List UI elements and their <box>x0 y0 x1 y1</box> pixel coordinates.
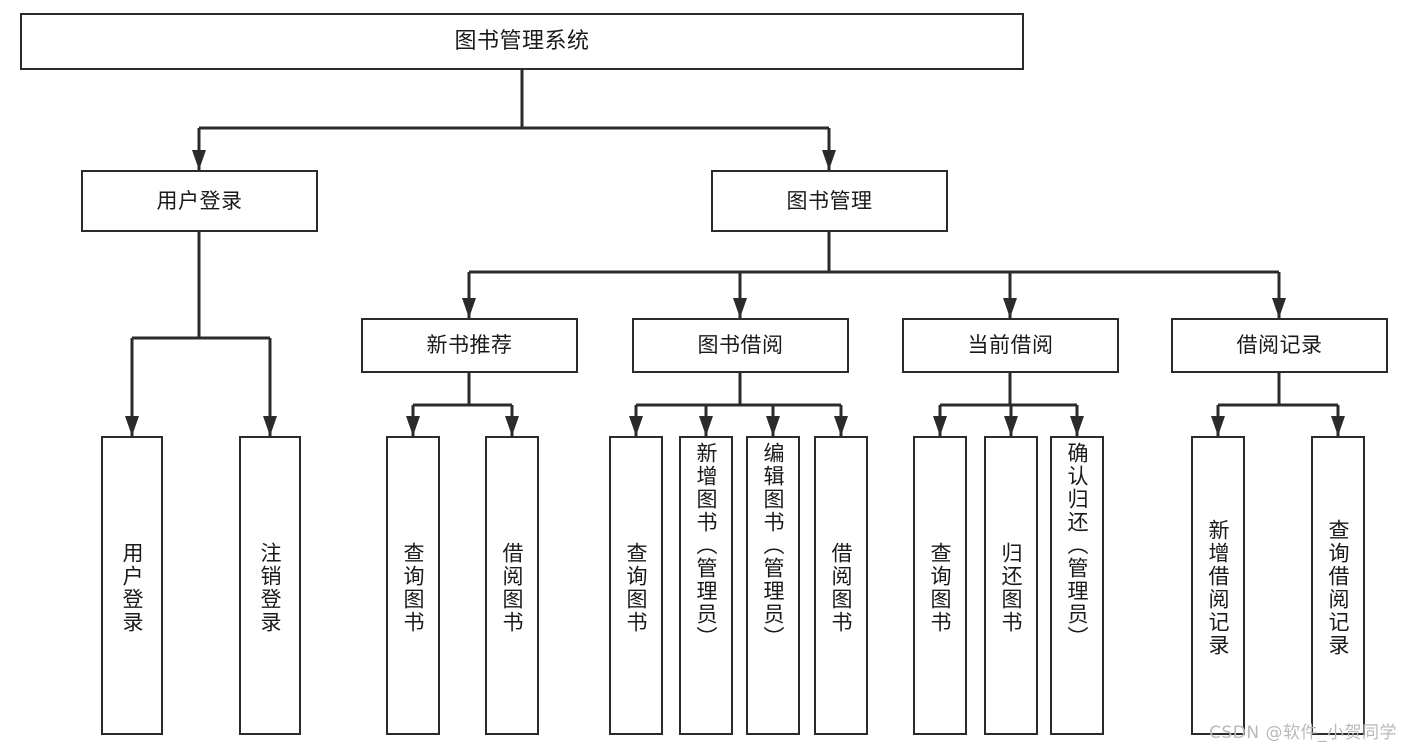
node-label-leaf-cb-confirm: 确认归还（管理员） <box>1065 442 1090 649</box>
node-label-leaf-bb-edit: 编辑图书（管理员） <box>761 442 786 649</box>
node-label-book-manage: 图书管理 <box>786 188 873 213</box>
edge-arrowhead-book-borrow-to-leaves-2 <box>766 416 780 436</box>
node-leaf-cb-confirm[interactable]: 确认归还（管理员） <box>1050 436 1104 735</box>
node-label-leaf-br-query: 查询借阅记录 <box>1326 518 1351 657</box>
node-new-book-rec[interactable]: 新书推荐 <box>361 318 578 373</box>
node-leaf-bb-edit[interactable]: 编辑图书（管理员） <box>746 436 800 735</box>
edge-arrowhead-user-login-to-leaves-0 <box>125 416 139 436</box>
node-label-borrow-record: 借阅记录 <box>1236 333 1323 358</box>
node-label-current-borrow: 当前借阅 <box>967 333 1054 358</box>
edge-arrowhead-current-borrow-to-leaves-2 <box>1070 416 1084 436</box>
node-leaf-br-add[interactable]: 新增借阅记录 <box>1191 436 1245 735</box>
node-label-leaf-cb-return: 归还图书 <box>999 541 1024 634</box>
edge-arrowhead-book-manage-to-level2-2 <box>1003 298 1017 318</box>
edge-arrowhead-borrow-record-to-leaves-0 <box>1211 416 1225 436</box>
node-label-leaf-rec-query: 查询图书 <box>401 541 426 634</box>
node-leaf-cb-return[interactable]: 归还图书 <box>984 436 1038 735</box>
edge-arrowhead-book-borrow-to-leaves-0 <box>629 416 643 436</box>
node-borrow-record[interactable]: 借阅记录 <box>1171 318 1388 373</box>
node-label-book-borrow: 图书借阅 <box>697 333 784 358</box>
node-user-login[interactable]: 用户登录 <box>81 170 318 232</box>
node-label-leaf-user-login: 用户登录 <box>120 541 145 634</box>
node-label-leaf-bb-query: 查询图书 <box>624 541 649 634</box>
edge-arrowhead-user-login-to-leaves-1 <box>263 416 277 436</box>
node-leaf-user-login[interactable]: 用户登录 <box>101 436 163 735</box>
node-label-leaf-bb-add: 新增图书（管理员） <box>694 442 719 649</box>
edge-arrowhead-borrow-record-to-leaves-1 <box>1331 416 1345 436</box>
node-book-manage[interactable]: 图书管理 <box>711 170 948 232</box>
edge-arrowhead-root-to-level1-0 <box>192 150 206 170</box>
edge-arrowhead-book-manage-to-level2-0 <box>462 298 476 318</box>
node-label-root: 图书管理系统 <box>454 28 590 54</box>
edge-arrowhead-book-manage-to-level2-3 <box>1272 298 1286 318</box>
edge-arrowhead-new-book-rec-to-leaves-0 <box>406 416 420 436</box>
node-label-leaf-br-add: 新增借阅记录 <box>1206 518 1231 657</box>
node-leaf-rec-query[interactable]: 查询图书 <box>386 436 440 735</box>
node-root[interactable]: 图书管理系统 <box>20 13 1024 70</box>
edge-arrowhead-root-to-level1-1 <box>822 150 836 170</box>
node-book-borrow[interactable]: 图书借阅 <box>632 318 849 373</box>
node-label-leaf-user-logout: 注销登录 <box>258 541 283 634</box>
node-leaf-br-query[interactable]: 查询借阅记录 <box>1311 436 1365 735</box>
edge-arrowhead-book-manage-to-level2-1 <box>733 298 747 318</box>
node-leaf-bb-query[interactable]: 查询图书 <box>609 436 663 735</box>
node-label-new-book-rec: 新书推荐 <box>426 333 513 358</box>
node-leaf-cb-query[interactable]: 查询图书 <box>913 436 967 735</box>
node-label-leaf-bb-borrow: 借阅图书 <box>829 541 854 634</box>
node-label-leaf-rec-borrow: 借阅图书 <box>500 541 525 634</box>
node-current-borrow[interactable]: 当前借阅 <box>902 318 1119 373</box>
node-label-user-login: 用户登录 <box>156 188 243 213</box>
node-leaf-bb-add[interactable]: 新增图书（管理员） <box>679 436 733 735</box>
edge-arrowhead-book-borrow-to-leaves-1 <box>699 416 713 436</box>
node-leaf-user-logout[interactable]: 注销登录 <box>239 436 301 735</box>
edge-arrowhead-current-borrow-to-leaves-1 <box>1004 416 1018 436</box>
edge-arrowhead-new-book-rec-to-leaves-1 <box>505 416 519 436</box>
edge-arrowhead-book-borrow-to-leaves-3 <box>834 416 848 436</box>
node-label-leaf-cb-query: 查询图书 <box>928 541 953 634</box>
csdn-watermark: CSDN @软件_小贺同学 <box>1209 723 1397 743</box>
node-leaf-rec-borrow[interactable]: 借阅图书 <box>485 436 539 735</box>
node-leaf-bb-borrow[interactable]: 借阅图书 <box>814 436 868 735</box>
edge-arrowhead-current-borrow-to-leaves-0 <box>933 416 947 436</box>
